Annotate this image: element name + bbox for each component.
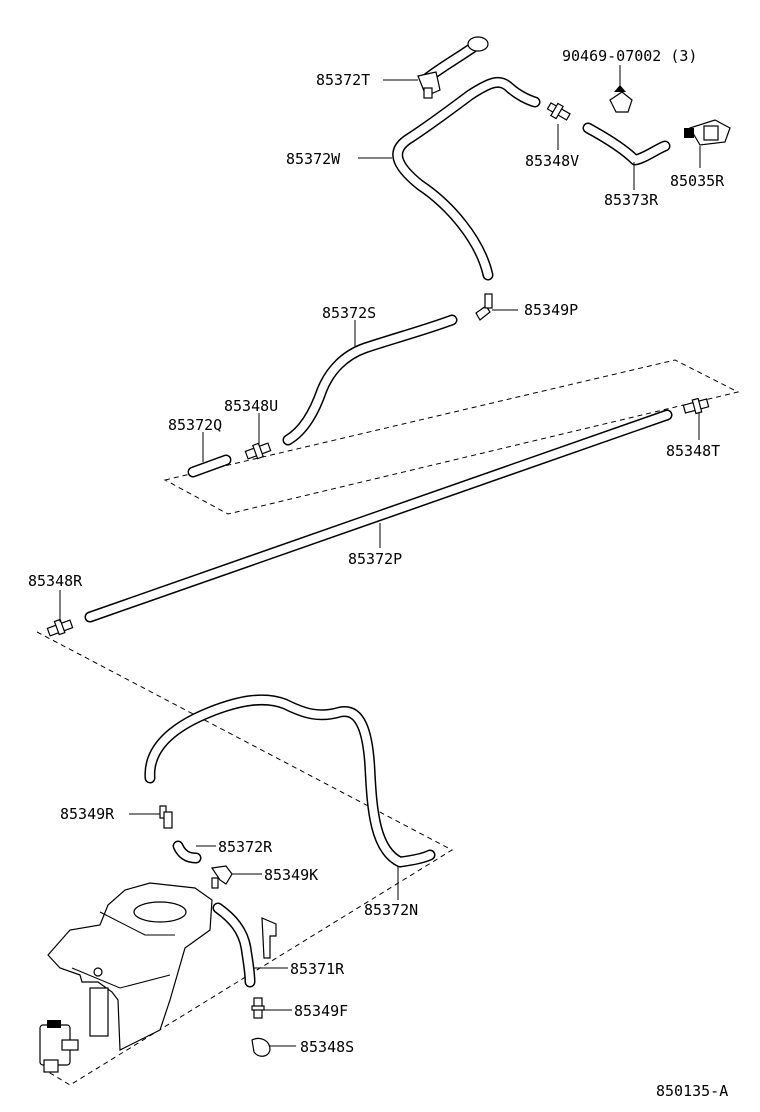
label-85372N: 85372N [364,901,418,919]
label-85372R: 85372R [218,838,273,856]
joint-85348V [546,102,571,121]
label-85372P: 85372P [348,550,402,568]
hose-85372R [172,840,202,864]
label-85372W: 85372W [286,150,341,168]
washer-reservoir-tank [47,882,213,1051]
diagram-code: 850135-A [656,1082,728,1100]
hose-85371R [212,902,277,988]
label-85349F: 85349F [294,1002,348,1020]
grommet-85348S [251,1037,271,1057]
hose-85372W [392,76,541,281]
connector-85349F [251,997,265,1019]
elbow-85349P [475,293,493,321]
hose-85372N [144,694,436,868]
group-outline-upper [163,359,740,515]
label-85348S: 85348S [300,1038,354,1056]
label-85348T: 85348T [666,442,720,460]
joint-85348U [244,442,272,460]
label-85035R: 85035R [670,172,725,190]
label-85373R: 85373R [604,191,659,209]
nozzle-85035R [684,119,731,146]
clip-90469 [609,85,633,113]
label-85348R: 85348R [28,572,83,590]
label-85349P: 85349P [524,301,578,319]
hose-85373R [582,122,671,166]
hose-85372T [417,36,489,99]
label-85349K: 85349K [264,866,318,884]
label-85372Q: 85372Q [168,416,222,434]
label-85349R: 85349R [60,805,115,823]
connector-85349R [159,805,173,829]
label-85372S: 85372S [322,304,376,322]
hose-85372P [84,409,673,623]
label-85348U: 85348U [224,397,278,415]
elbow-85349K [210,865,233,889]
hose-85372Q [187,454,232,478]
hose-85372S [282,314,458,446]
label-90469: 90469-07002 (3) [562,47,697,65]
label-85371R: 85371R [290,960,345,978]
label-85372T: 85372T [316,71,370,89]
label-85348V: 85348V [525,152,579,170]
joint-85348T [682,397,710,415]
joint-85348R [46,618,74,637]
washer-pump-motor [39,1020,79,1073]
